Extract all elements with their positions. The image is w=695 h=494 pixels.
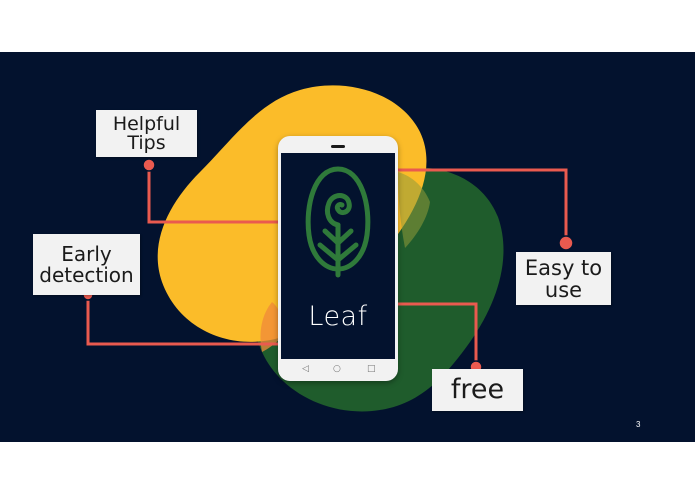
overlap-olive: [398, 172, 430, 248]
callout-early-detection: Early detection: [33, 234, 140, 295]
callout-easy-to-use: Easy to use: [516, 252, 611, 305]
connector-helpful-tips: [147, 168, 280, 224]
callout-easy-to-use-line1: Easy to: [524, 255, 603, 280]
connector-dot-helpful-tips: [142, 158, 156, 172]
callout-easy-to-use-line2: use: [544, 277, 583, 302]
callout-helpful-tips: Helpful Tips: [96, 110, 197, 157]
callout-free: free: [432, 369, 523, 411]
connector-free: [396, 302, 478, 366]
callout-early-detection-line2: detection: [39, 262, 134, 287]
connector-easy-to-use: [396, 168, 568, 242]
callout-helpful-tips-line2: Tips: [127, 131, 166, 154]
phone-mockup: Leaf ◁ ○ □: [278, 136, 398, 381]
page-number: 3: [636, 420, 641, 429]
phone-nav-bar: ◁ ○ □: [278, 361, 398, 379]
recent-square-icon[interactable]: □: [367, 364, 376, 374]
home-circle-icon[interactable]: ○: [333, 364, 341, 374]
phone-screen: Leaf: [281, 153, 395, 359]
overlap-orange: [260, 302, 283, 352]
callout-early-detection-line1: Early: [61, 241, 112, 266]
callout-helpful-tips-line1: Helpful: [112, 112, 181, 135]
slide: Leaf ◁ ○ □ Helpful Tips Early detection …: [0, 52, 695, 442]
leaf-icon: [305, 166, 371, 278]
connector-dot-easy-to-use: [558, 235, 574, 251]
back-triangle-icon[interactable]: ◁: [302, 364, 309, 374]
app-name: Leaf: [308, 301, 368, 332]
connector-early-detection: [86, 296, 280, 346]
callout-free-text: free: [450, 374, 505, 405]
phone-speaker: [331, 145, 345, 148]
